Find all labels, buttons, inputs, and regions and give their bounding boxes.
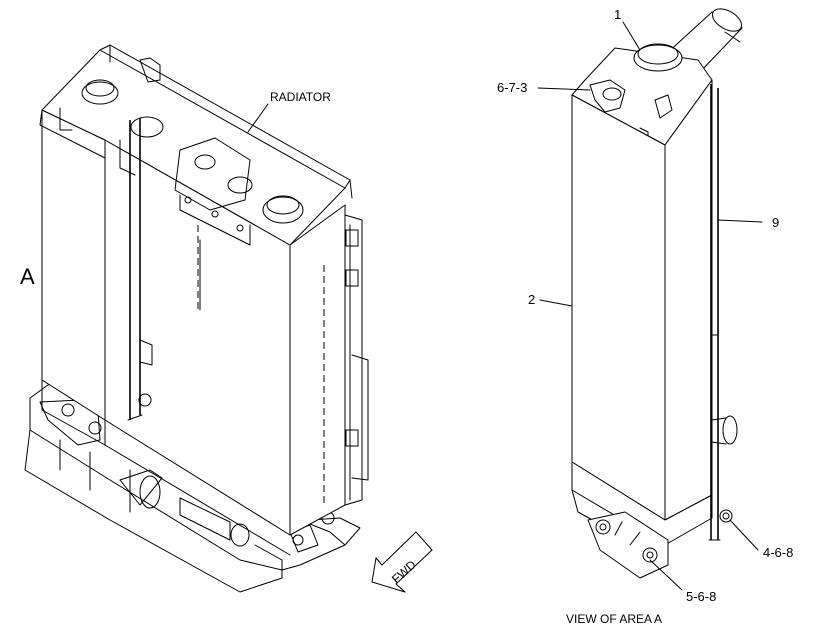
area-a-marker: A — [20, 264, 35, 289]
callout-6-7-3: 6-7-3 — [497, 80, 527, 95]
callout-468-leader — [729, 519, 759, 551]
radiator-label: RADIATOR — [270, 90, 331, 104]
side-rod-9 — [708, 84, 721, 541]
callout-1: 1 — [614, 7, 621, 22]
callout-1-leader — [622, 21, 641, 51]
radiator-leader-line — [247, 103, 269, 133]
callout-4-6-8: 4-6-8 — [763, 545, 793, 560]
fwd-label: FWD — [389, 557, 419, 586]
callout-2-leader — [539, 299, 573, 307]
radiator-core — [41, 109, 346, 556]
callout-2: 2 — [528, 292, 535, 307]
callout-9: 9 — [772, 215, 779, 230]
callout-673-leader — [537, 87, 591, 91]
callout-9-leader — [717, 219, 763, 223]
side-support-rods — [127, 118, 369, 506]
view-caption: VIEW OF AREA A — [566, 612, 662, 626]
detail-bottom-tank — [571, 415, 738, 579]
area-a-detail-view: 1 6-7-3 9 2 4-6-8 5-6-8 VIEW OF AREA A — [497, 7, 793, 626]
callouts: 1 6-7-3 9 2 4-6-8 5-6-8 — [497, 7, 793, 604]
callout-568-leader — [649, 559, 683, 591]
radiator-assembly-left: RADIATOR A — [20, 44, 369, 593]
callout-5-6-8: 5-6-8 — [686, 589, 716, 604]
radiator-top-tank — [39, 44, 353, 246]
detail-core — [571, 79, 713, 521]
mounting-frame — [24, 381, 361, 593]
fwd-arrow: FWD — [371, 531, 433, 593]
